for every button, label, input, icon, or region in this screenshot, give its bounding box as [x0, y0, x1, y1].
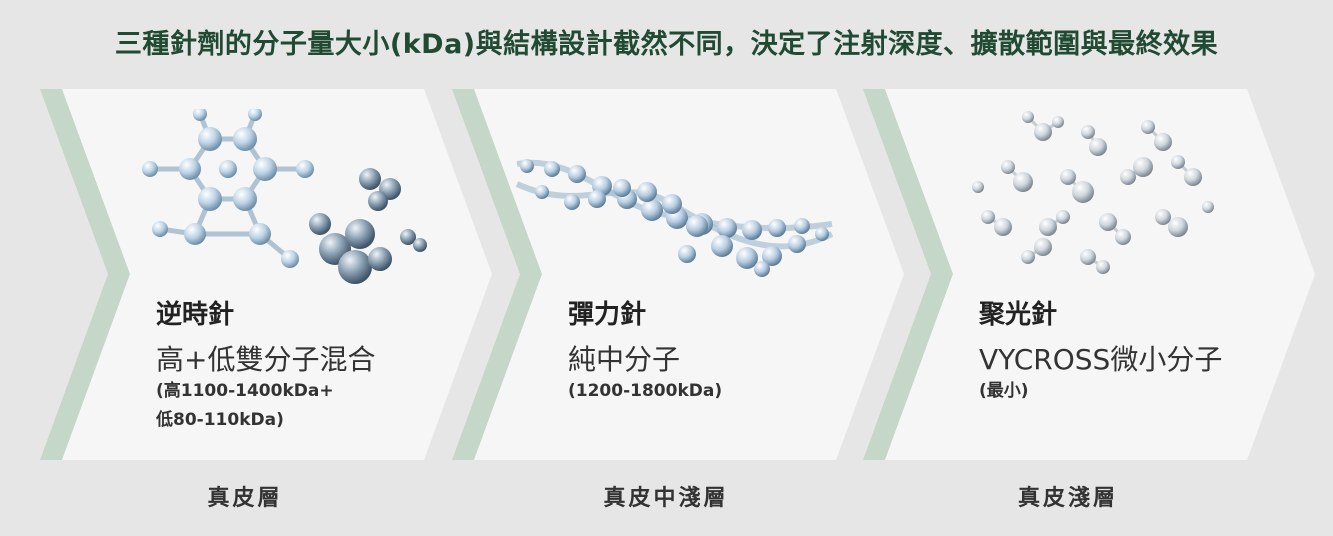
- panel-spotlight: 聚光針 VYCROSS微小分子 (最小): [863, 89, 1331, 460]
- depth-label: 真皮淺層: [1017, 486, 1118, 511]
- chevron-shape: [863, 89, 1315, 460]
- page-title: 三種針劑的分子量大小(kDa)與結構設計截然不同，決定了注射深度、擴散範圍與最終…: [114, 29, 1219, 60]
- product-name: 聚光針: [979, 300, 1058, 330]
- product-description: VYCROSS微小分子: [979, 343, 1223, 376]
- molecular-weight-note: (1200-1800kDa): [568, 381, 723, 401]
- molecular-weight-note: (高1100-1400kDa+ 低80-110kDa): [156, 381, 334, 430]
- product-name: 彈力針: [568, 300, 647, 330]
- depth-label: 真皮中淺層: [603, 486, 729, 511]
- small-molecules-icon: [972, 111, 1214, 274]
- crystal-molecule-icon: [142, 109, 427, 284]
- product-description: 純中分子: [568, 343, 681, 376]
- molecular-weight-note: (最小): [979, 381, 1029, 401]
- panel-elastic: 彈力針 純中分子 (1200-1800kDa): [452, 89, 920, 460]
- product-description: 高+低雙分子混合: [156, 343, 376, 376]
- product-name: 逆時針: [156, 300, 235, 330]
- panel-counterclockwise: 逆時針 高+低雙分子混合 (高1100-1400kDa+ 低80-110kDa): [40, 89, 508, 460]
- helix-molecule-icon: [515, 159, 834, 277]
- depth-label: 真皮層: [207, 486, 283, 511]
